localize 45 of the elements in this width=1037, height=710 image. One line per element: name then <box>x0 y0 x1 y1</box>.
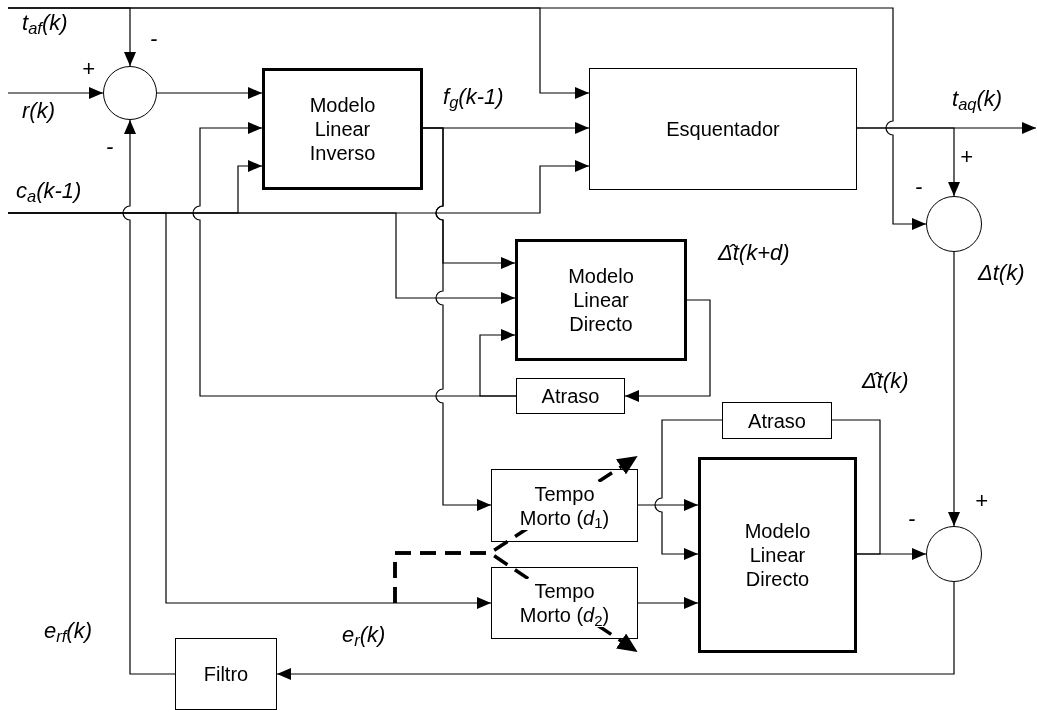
signal-label: Δ̂t(k) <box>862 370 909 392</box>
signal-label: Δ̂t(k+d) <box>718 242 790 264</box>
signal-label: r(k) <box>22 100 55 122</box>
block-label: Esquentador <box>666 117 780 141</box>
signal-arrow <box>624 299 711 402</box>
block-box <box>491 567 638 639</box>
signal-label: e$_{rf}$(k) <box>44 620 92 642</box>
minus-sign: - <box>150 28 158 50</box>
signal-label: e$_{r}$(k) <box>342 624 386 646</box>
signal-arrow <box>637 499 699 511</box>
signal-arrow <box>122 119 176 675</box>
signal-arrow <box>7 87 104 99</box>
block-label: Atraso <box>541 384 600 408</box>
signal-arrow <box>156 87 263 99</box>
signal-arrow <box>7 212 492 609</box>
block-box <box>262 68 423 190</box>
block-box <box>589 68 857 190</box>
minus-sign: - <box>908 508 916 530</box>
signal-label: t$_{af}$(k) <box>22 12 68 34</box>
plus-sign: + <box>960 146 973 168</box>
block-box <box>515 239 687 361</box>
signal-arrow <box>422 127 492 511</box>
block-label: Modelo Linear Directo <box>743 519 812 591</box>
block-label: Modelo Linear Directo <box>567 264 635 336</box>
block-label: Atraso <box>748 408 806 433</box>
signal-arrow <box>479 329 517 397</box>
block-box <box>516 378 625 414</box>
minus-sign: - <box>106 136 114 158</box>
signal-arrow <box>7 7 927 230</box>
minus-sign: - <box>915 176 923 198</box>
block-label: Modelo Linear Inverso <box>308 93 377 165</box>
signal-label: Δt(k) <box>978 262 1025 284</box>
signal-arrow <box>637 597 699 609</box>
block-label: Filtro <box>203 662 249 686</box>
block-box <box>491 469 638 542</box>
block-box <box>722 402 832 439</box>
signal-arrow <box>948 251 960 527</box>
plus-sign: + <box>82 58 95 80</box>
signal-arrow <box>276 581 955 680</box>
plus-sign: + <box>975 490 988 512</box>
signal-arrow <box>654 419 723 560</box>
signal-arrow <box>856 127 960 197</box>
signal-label: c$_{a}$(k-1) <box>16 180 82 202</box>
block-box <box>175 638 277 710</box>
block-box <box>698 457 857 653</box>
